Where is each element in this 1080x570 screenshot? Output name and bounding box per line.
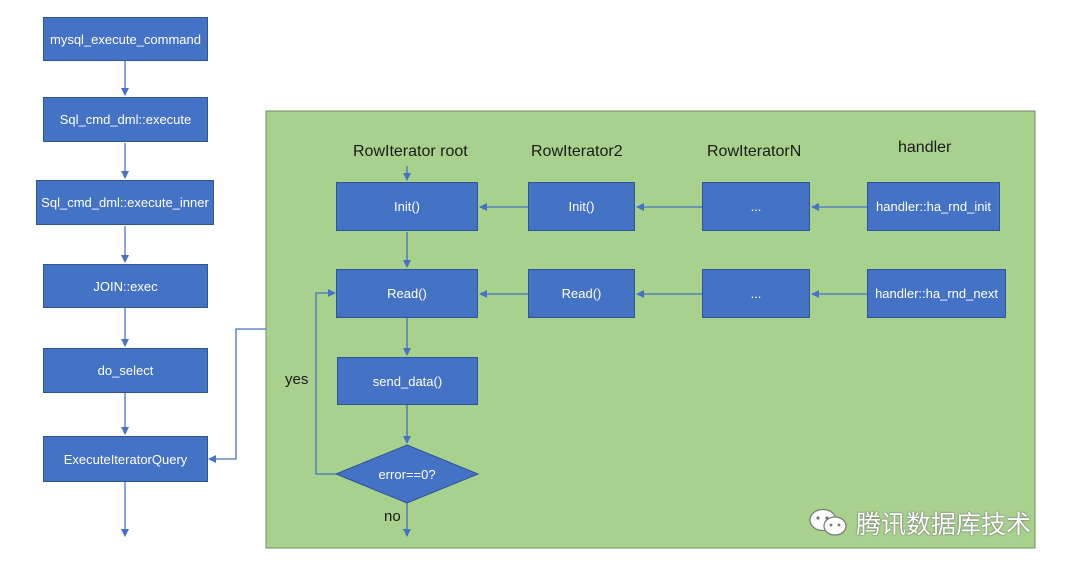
header-rowiterator2: RowIterator2 bbox=[531, 143, 623, 160]
arrow-yes-loop bbox=[315, 289, 337, 475]
header-handler: handler bbox=[898, 139, 952, 156]
box-init-root: Init() bbox=[336, 182, 478, 231]
box-execute-iterator-query: ExecuteIteratorQuery bbox=[43, 436, 208, 482]
box-read-iter2: Read() bbox=[528, 269, 635, 318]
box-mysql-execute-command: mysql_execute_command bbox=[43, 17, 208, 61]
wechat-watermark: 腾讯数据库技术 bbox=[808, 505, 1031, 541]
decision-diamond bbox=[334, 444, 480, 504]
box-join-exec: JOIN::exec bbox=[43, 264, 208, 308]
connector-to-panel bbox=[208, 328, 266, 463]
box-read-root: Read() bbox=[336, 269, 478, 318]
header-rowiterator-root: RowIterator root bbox=[353, 143, 468, 160]
box-read-itern: ... bbox=[702, 269, 810, 318]
header-rowiteratorn: RowIteratorN bbox=[707, 143, 802, 160]
box-init-iter2: Init() bbox=[528, 182, 635, 231]
box-sql-cmd-dml-execute: Sql_cmd_dml::execute bbox=[43, 97, 208, 142]
box-do-select: do_select bbox=[43, 348, 208, 393]
decision-label: error==0? bbox=[378, 466, 436, 482]
box-init-itern: ... bbox=[702, 182, 810, 231]
yes-label: yes bbox=[285, 371, 309, 388]
box-handler-ha-rnd-init: handler::ha_rnd_init bbox=[867, 182, 1000, 231]
watermark-text: 腾讯数据库技术 bbox=[856, 510, 1032, 539]
box-send-data: send_data() bbox=[337, 357, 478, 405]
no-label: no bbox=[384, 508, 401, 525]
wechat-icon bbox=[809, 508, 847, 536]
box-handler-ha-rnd-next: handler::ha_rnd_next bbox=[867, 269, 1006, 318]
box-sql-cmd-dml-execute-inner: Sql_cmd_dml::execute_inner bbox=[36, 180, 214, 225]
